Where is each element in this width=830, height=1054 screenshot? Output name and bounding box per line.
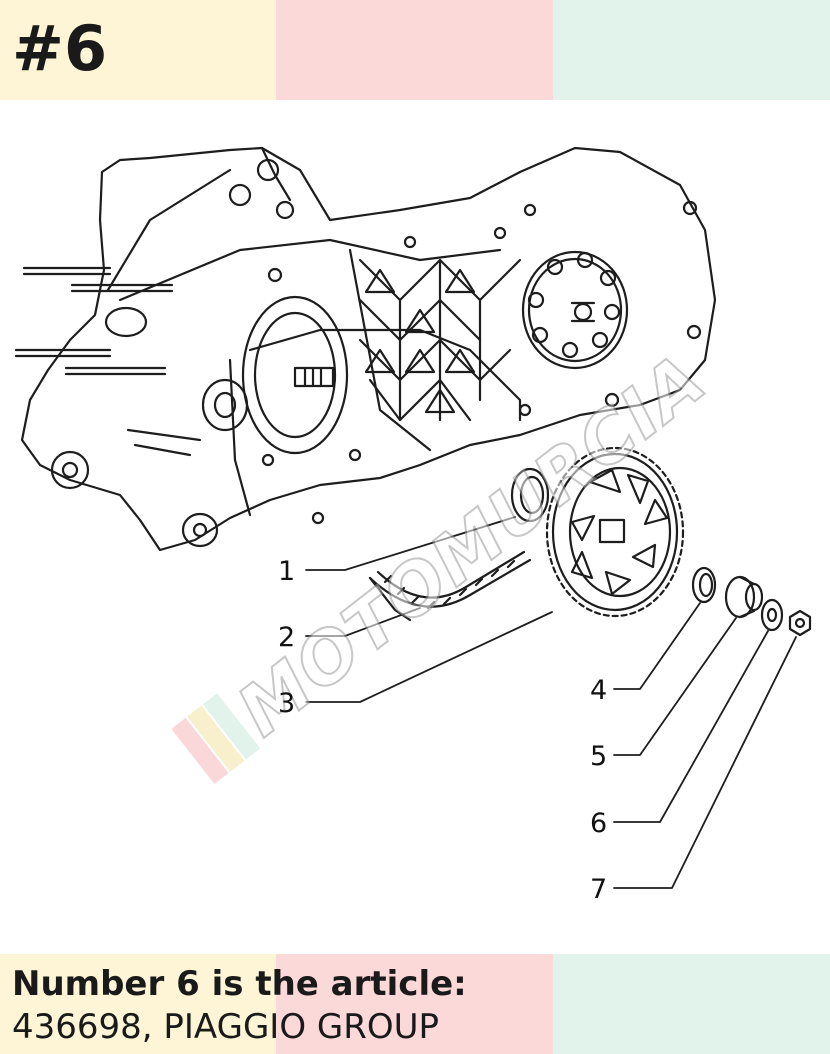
article-caption: Number 6 is the article: 436698, PIAGGIO… [12, 962, 467, 1048]
page-title: #6 [12, 12, 108, 85]
part-bushing [724, 575, 764, 619]
footer-band-yellow [0, 954, 276, 1054]
footer-band-pink [276, 954, 553, 1054]
leader-lines [305, 516, 797, 889]
part-nut [788, 609, 812, 637]
watermark-stripe-3 [202, 693, 261, 760]
parts-diagram: MOTOMURCIA 1 2 3 4 5 6 7 [0, 100, 830, 954]
header-band [0, 0, 830, 100]
callout-5: 5 [590, 741, 607, 772]
watermark-stripe-2 [187, 705, 245, 772]
part-washer [760, 598, 784, 632]
callout-6: 6 [590, 808, 607, 839]
callout-7: 7 [590, 874, 607, 905]
article-number: 436698, PIAGGIO GROUP [12, 1007, 440, 1047]
header-band-pink [276, 0, 553, 100]
callout-3: 3 [278, 688, 295, 719]
parts-diagram-svg: MOTOMURCIA 1 2 3 4 5 6 7 [14, 146, 812, 905]
header-band-yellow [0, 0, 276, 100]
part-oil-seal [510, 467, 550, 523]
footer-band [0, 954, 830, 1054]
header-band-green [553, 0, 830, 100]
callout-4: 4 [590, 675, 607, 706]
callout-2: 2 [278, 622, 295, 653]
watermark-text: MOTOMURCIA [223, 338, 721, 753]
callout-labels: 1 2 3 4 5 6 7 [278, 556, 607, 905]
footer-band-green [553, 954, 830, 1054]
part-ring [691, 566, 717, 604]
part-chain [368, 550, 532, 622]
article-caption-heading: Number 6 is the article: [12, 964, 467, 1004]
part-sprocket [545, 446, 685, 618]
crankcase-drawing [14, 146, 717, 552]
watermark-stripe-1 [171, 717, 229, 785]
watermark: MOTOMURCIA [171, 337, 722, 785]
callout-1: 1 [278, 556, 295, 587]
